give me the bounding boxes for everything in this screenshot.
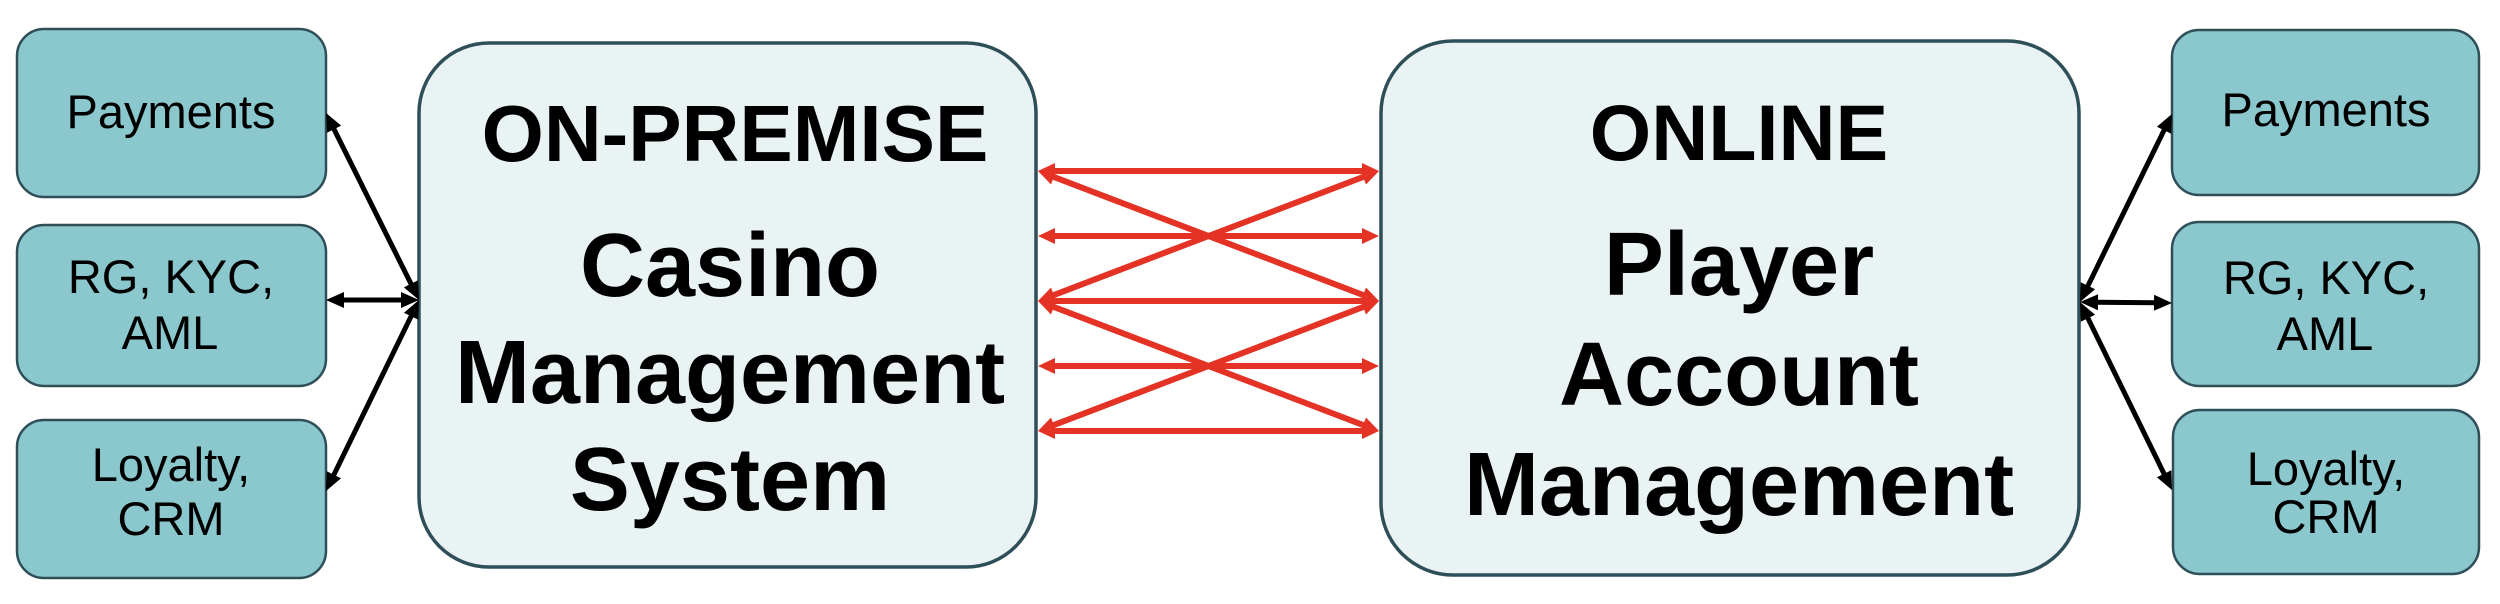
svg-text:CRM: CRM bbox=[2272, 490, 2379, 543]
svg-text:Casino: Casino bbox=[580, 216, 880, 316]
svg-text:Player: Player bbox=[1604, 215, 1874, 315]
svg-text:CRM: CRM bbox=[117, 492, 224, 545]
svg-text:ONLINE: ONLINE bbox=[1590, 88, 1888, 177]
svg-text:AML: AML bbox=[2277, 307, 2374, 360]
svg-text:Loyalty,: Loyalty, bbox=[2247, 442, 2406, 495]
svg-text:Management: Management bbox=[455, 323, 1005, 423]
svg-text:ON-PREMISE: ON-PREMISE bbox=[482, 89, 989, 178]
svg-text:System: System bbox=[570, 430, 890, 530]
svg-text:Account: Account bbox=[1559, 325, 1919, 425]
svg-text:Loyalty,: Loyalty, bbox=[92, 438, 251, 491]
svg-text:AML: AML bbox=[122, 306, 219, 359]
svg-text:RG, KYC,: RG, KYC, bbox=[68, 250, 274, 303]
svg-text:Payments: Payments bbox=[2222, 83, 2431, 136]
svg-text:Management: Management bbox=[1464, 435, 2014, 535]
svg-text:RG, KYC,: RG, KYC, bbox=[2223, 251, 2429, 304]
svg-text:Payments: Payments bbox=[67, 85, 276, 138]
